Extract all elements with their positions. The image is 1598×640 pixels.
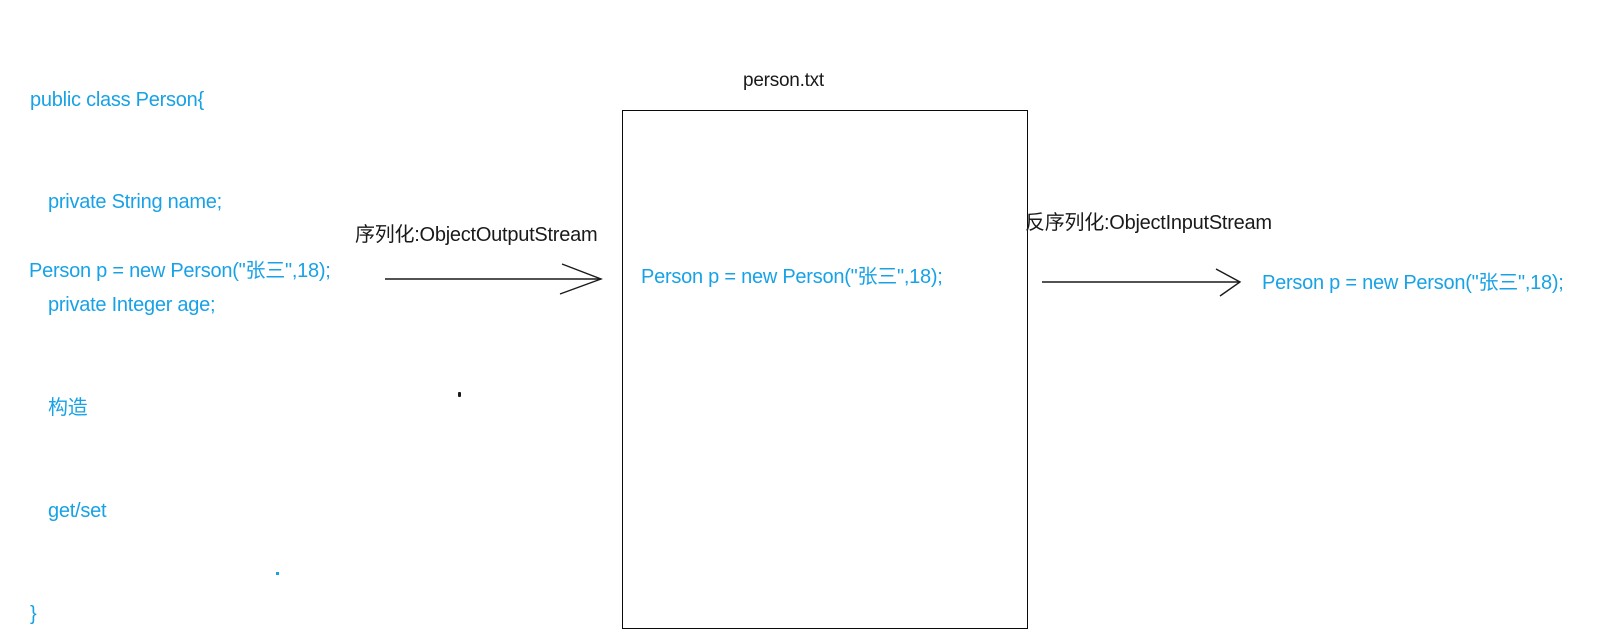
code-line-field-age: private Integer age;: [48, 294, 216, 317]
stray-mark-dark: [458, 392, 461, 397]
code-line-field-name: private String name;: [48, 191, 222, 214]
code-line-class-declaration: public class Person{: [30, 88, 204, 111]
file-box: [622, 110, 1028, 629]
serialize-arrow: [385, 263, 603, 295]
serialize-arrowhead-icon: [559, 263, 603, 295]
statement-object-created: Person p = new Person("张三",18);: [29, 260, 331, 282]
code-line-closing-brace: }: [30, 603, 37, 626]
serialize-label: 序列化:ObjectOutputStream: [355, 224, 598, 246]
person-class-code-block: public class Person{ private String name…: [30, 14, 222, 640]
deserialize-arrowhead-icon: [1215, 268, 1242, 297]
statement-in-file: Person p = new Person("张三",18);: [641, 266, 943, 288]
deserialize-arrow: [1042, 268, 1242, 297]
file-box-title: person.txt: [743, 70, 824, 91]
stray-mark-blue: [276, 572, 279, 575]
deserialize-label: 反序列化:ObjectInputStream: [1025, 212, 1272, 234]
code-line-getset: get/set: [48, 500, 107, 523]
statement-deserialized: Person p = new Person("张三",18);: [1262, 272, 1564, 294]
code-line-constructor: 构造: [48, 397, 88, 420]
